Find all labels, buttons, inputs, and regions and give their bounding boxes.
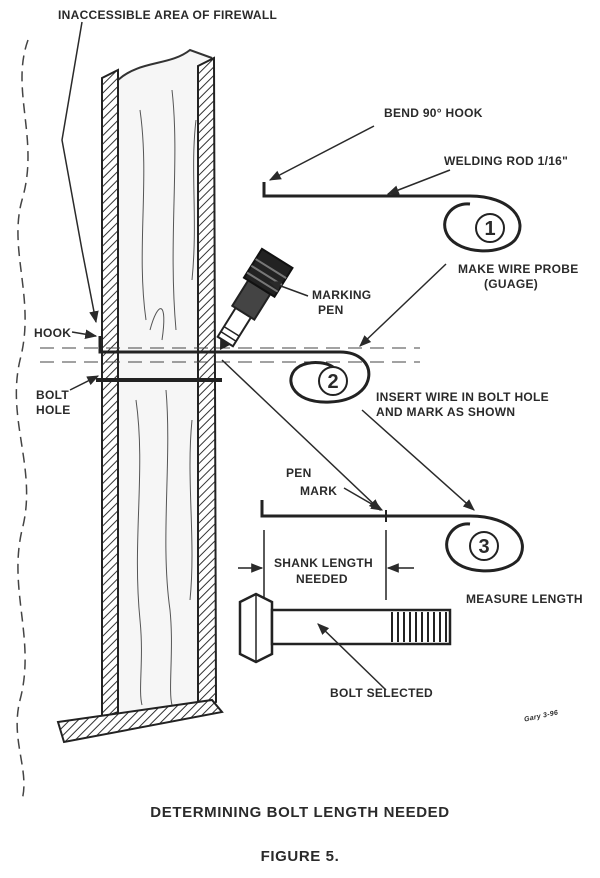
left-plate	[101, 68, 119, 720]
bottom-plate	[56, 698, 224, 744]
leader-insert	[361, 409, 475, 511]
label-make-probe-2: (GUAGE)	[484, 277, 539, 291]
bolt-icon	[238, 592, 452, 664]
leader-hook	[71, 329, 98, 339]
label-pen-mark-1: PEN	[286, 466, 312, 480]
marking-pen-icon	[216, 247, 294, 350]
step-2: 2	[327, 371, 338, 393]
leader-bolt-hole	[69, 375, 100, 391]
inserted-wire	[98, 336, 371, 404]
label-inaccessible-area: INACCESSIBLE AREA OF FIREWALL	[58, 8, 278, 22]
label-make-probe-1: MAKE WIRE PROBE	[458, 262, 579, 276]
probe-1	[262, 182, 522, 253]
label-shank-1: SHANK LENGTH	[274, 556, 373, 570]
step-1: 1	[484, 218, 495, 240]
leader-pen-mark	[343, 487, 384, 511]
leader-make-probe	[359, 263, 447, 347]
firewall-edge	[15, 39, 29, 801]
shank-dimension	[238, 530, 414, 600]
step-3: 3	[478, 536, 489, 558]
figure-title: DETERMINING BOLT LENGTH NEEDED	[150, 804, 450, 821]
label-bend-hook: BEND 90° HOOK	[384, 106, 483, 120]
label-shank-2: NEEDED	[296, 572, 348, 586]
leader-bend-hook	[268, 125, 375, 181]
probe-3	[260, 500, 524, 573]
leader-mark-to-probe3	[221, 359, 381, 511]
label-insert-1: INSERT WIRE IN BOLT HOLE	[376, 390, 549, 404]
label-marking-pen-2: PEN	[318, 303, 344, 317]
label-bolt-selected: BOLT SELECTED	[330, 686, 434, 700]
leader-welding-rod	[386, 169, 451, 195]
leader-inaccessible	[61, 21, 99, 324]
label-insert-2: AND MARK AS SHOWN	[376, 405, 516, 419]
label-marking-pen-1: MARKING	[312, 288, 372, 302]
label-measure-length: MEASURE LENGTH	[466, 592, 583, 606]
leader-bolt-selected	[317, 623, 387, 691]
label-bolt-hole-2: HOLE	[36, 403, 71, 417]
right-plate	[197, 56, 218, 712]
figure-number: FIGURE 5.	[260, 848, 340, 865]
label-hook: HOOK	[34, 326, 72, 340]
leader-marking-pen	[268, 281, 309, 297]
label-pen-mark-2: MARK	[300, 484, 338, 498]
label-bolt-hole-1: BOLT	[36, 388, 69, 402]
label-welding-rod: WELDING ROD 1/16"	[444, 154, 569, 168]
